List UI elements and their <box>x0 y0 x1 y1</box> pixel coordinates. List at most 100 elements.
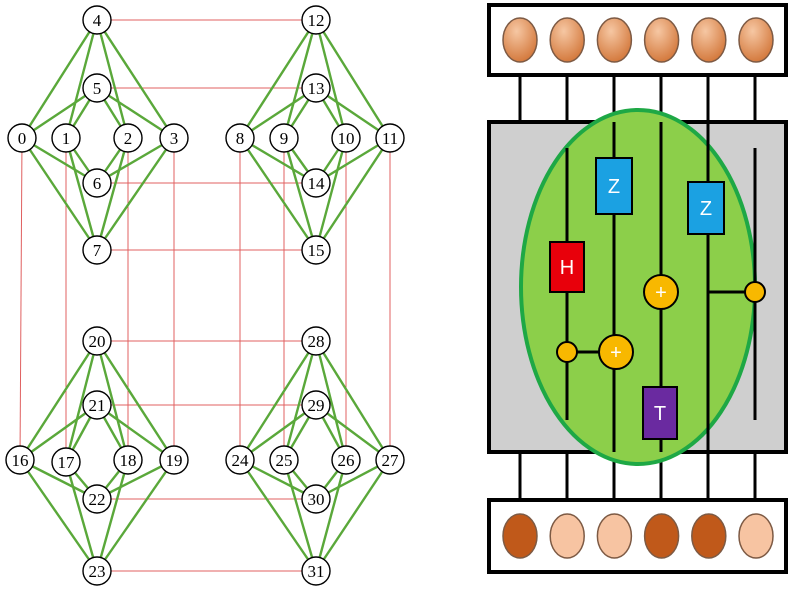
graph-node: 10 <box>331 123 361 153</box>
node-label: 9 <box>280 129 289 148</box>
graph-node: 19 <box>159 445 189 475</box>
green-edge <box>314 19 348 139</box>
node-label: 16 <box>12 451 29 470</box>
node-circle <box>269 445 299 475</box>
bottom-qubit-dark <box>643 513 680 559</box>
graph-node: 23 <box>82 556 112 586</box>
node-circle <box>301 5 331 35</box>
node-circle <box>331 445 361 475</box>
green-edge <box>282 459 318 572</box>
green-edge <box>18 340 99 461</box>
target-circle <box>643 274 679 310</box>
node-circle <box>225 123 255 153</box>
green-edge <box>315 459 391 572</box>
green-edge <box>19 404 98 461</box>
target-label: + <box>610 342 622 364</box>
graph-node: 12 <box>301 5 331 35</box>
gate-label: Z <box>700 198 712 220</box>
green-edge <box>64 19 99 139</box>
gate-box <box>549 241 585 293</box>
top-qubit <box>502 17 538 63</box>
node-circle <box>82 73 112 103</box>
node-circle <box>82 390 112 420</box>
green-edge <box>239 136 317 185</box>
node-label: 20 <box>89 332 106 351</box>
node-label: 26 <box>338 451 355 470</box>
graph-node: 9 <box>269 123 299 153</box>
gate-label: Z <box>608 176 620 198</box>
top-qubits <box>502 17 774 63</box>
gate-h: H <box>549 241 585 293</box>
node-circle <box>82 484 112 514</box>
gate-label: H <box>560 257 574 279</box>
node-circle <box>301 484 331 514</box>
node-label: 7 <box>93 241 102 260</box>
green-edge <box>20 19 99 139</box>
graph-node: 20 <box>82 326 112 356</box>
green-edge <box>64 340 99 463</box>
node-label: 19 <box>166 451 183 470</box>
node-circle <box>301 556 331 586</box>
node-circle <box>113 445 143 475</box>
red-edges <box>19 19 391 572</box>
bottom-qubit-light <box>738 513 774 559</box>
graph-node: 22 <box>82 484 112 514</box>
gate-box <box>642 386 678 440</box>
node-label: 1 <box>62 129 71 148</box>
green-edge <box>95 459 130 572</box>
node-label: 11 <box>382 129 398 148</box>
node-label: 2 <box>124 129 133 148</box>
graph-node: 18 <box>113 445 143 475</box>
node-label: 28 <box>308 332 325 351</box>
node-circle <box>269 123 299 153</box>
graph-node: 15 <box>301 235 331 265</box>
node-label: 15 <box>308 241 325 260</box>
green-edge <box>64 137 99 251</box>
green-edge <box>21 87 98 139</box>
node-label: 22 <box>89 490 106 509</box>
target-label: + <box>655 282 667 304</box>
green-edge <box>96 137 175 251</box>
node-label: 30 <box>308 490 325 509</box>
gate-z: Z <box>687 181 725 235</box>
node-circle <box>301 168 331 198</box>
graph-node: 13 <box>301 73 331 103</box>
node-circle <box>331 123 361 153</box>
green-edge <box>315 404 391 461</box>
node-circle <box>375 445 405 475</box>
green-edge <box>282 340 318 461</box>
green-edge <box>96 136 175 185</box>
node-circle <box>82 235 112 265</box>
green-edge <box>314 137 348 251</box>
graph-node: 8 <box>225 123 255 153</box>
node-label: 27 <box>382 451 400 470</box>
green-edge <box>239 86 317 140</box>
top-qubit <box>691 17 727 63</box>
node-label: 21 <box>89 396 106 415</box>
node-circle <box>5 445 35 475</box>
node-label: 23 <box>89 562 106 581</box>
controlled-gate: + <box>556 334 634 370</box>
control-dot <box>744 281 766 303</box>
bottom-qubit-light <box>596 513 633 559</box>
green-edge <box>314 19 392 139</box>
top-register-box <box>487 3 788 77</box>
top-qubit <box>738 17 774 63</box>
bottom-qubits <box>502 513 774 559</box>
node-label: 31 <box>308 562 325 581</box>
green-edge <box>238 19 318 139</box>
node-label: 6 <box>93 174 102 193</box>
green-edge <box>314 459 348 572</box>
graph-node: 29 <box>301 390 331 420</box>
node-label: 0 <box>18 129 27 148</box>
node-circle <box>375 123 405 153</box>
green-edge <box>282 137 318 251</box>
green-edge <box>95 340 130 461</box>
green-edge <box>96 404 175 461</box>
green-edge <box>239 137 317 251</box>
node-label: 3 <box>170 129 179 148</box>
green-edge <box>315 87 391 139</box>
node-circle <box>7 123 37 153</box>
node-label: 14 <box>308 174 326 193</box>
